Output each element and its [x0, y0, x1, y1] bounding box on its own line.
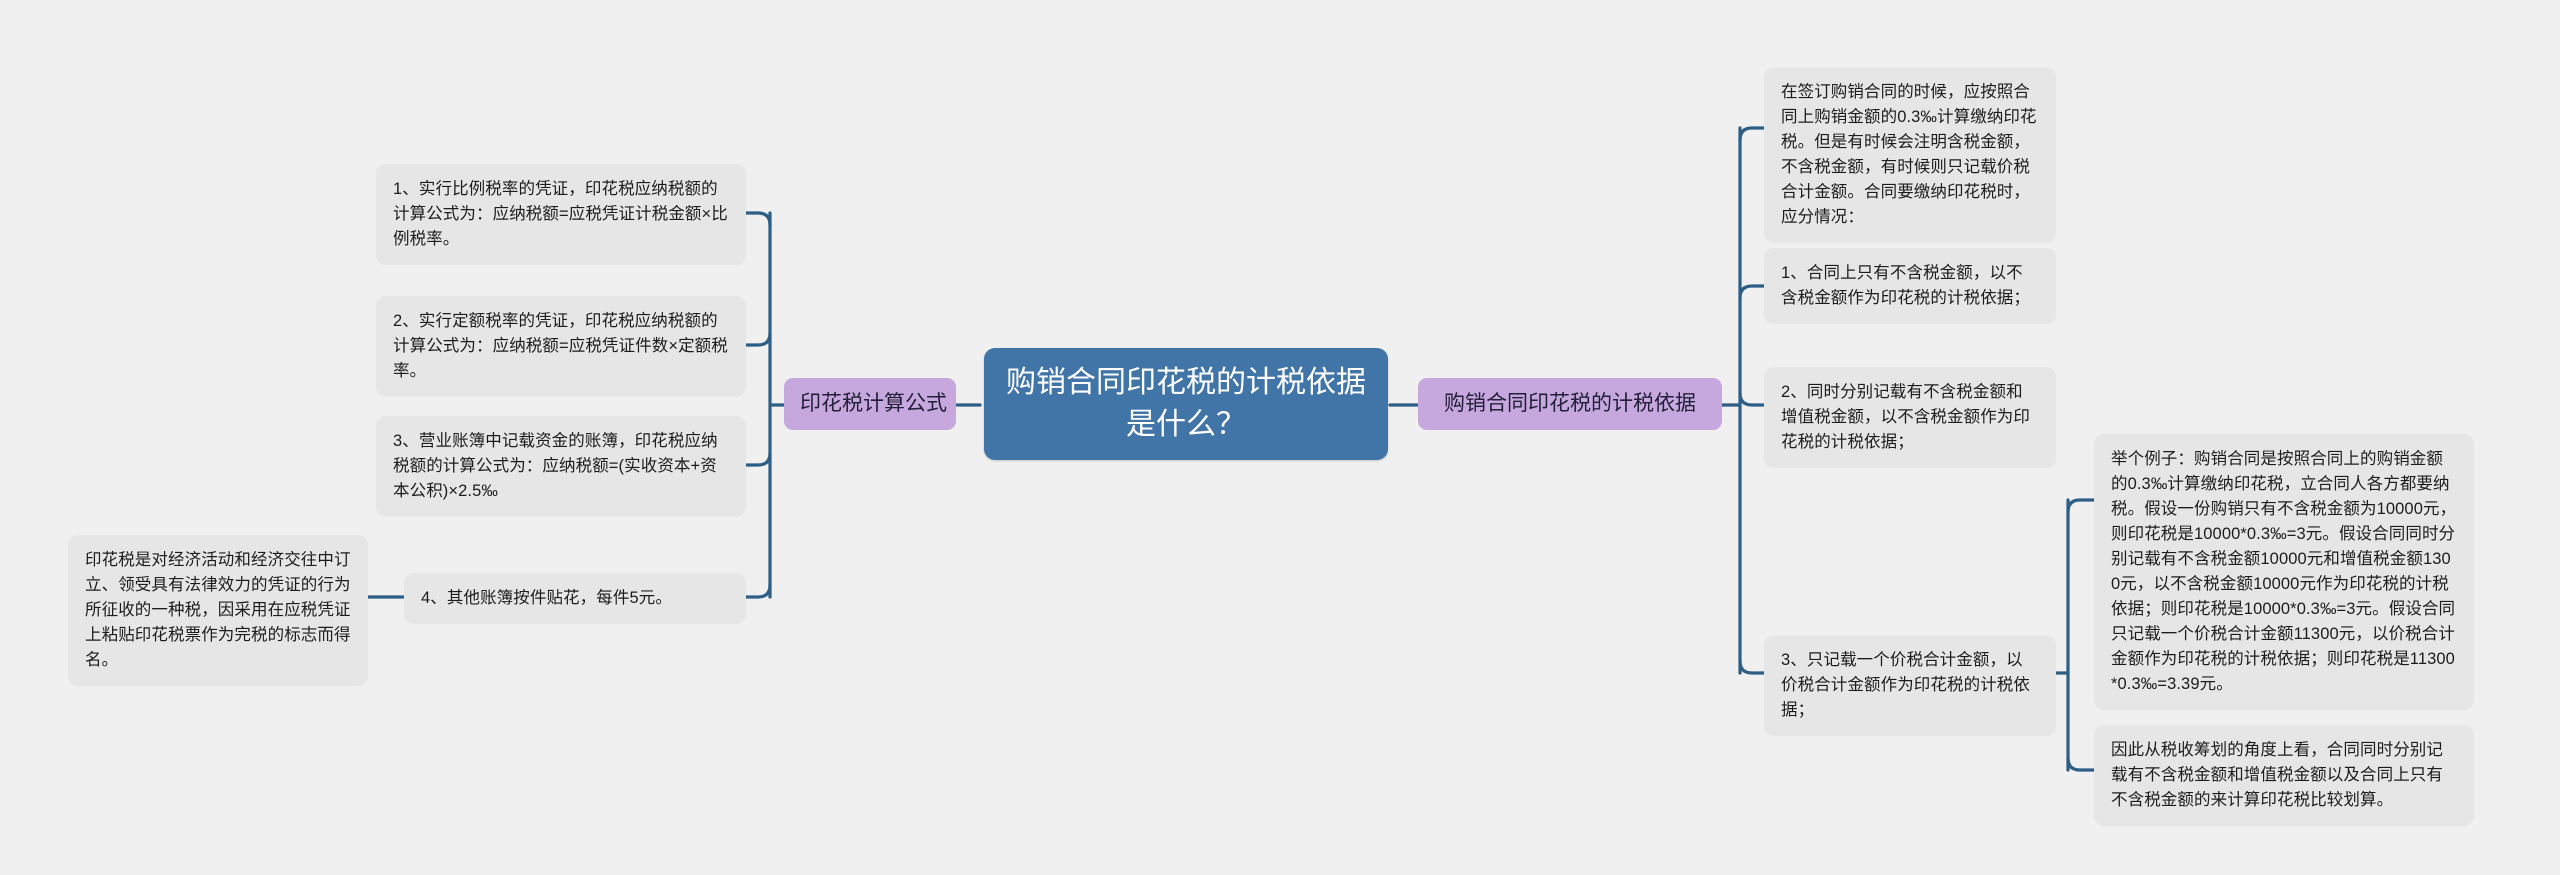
leaf-stamp-tax-definition-text: 印花税是对经济活动和经济交往中订立、领受具有法律效力的凭证的行为所征收的一种税，… — [85, 551, 351, 669]
leaf-example[interactable]: 举个例子：购销合同是按照合同上的购销金额的0.3‰计算缴纳印花税，立合同人各方都… — [2094, 434, 2474, 710]
leaf-basis-intro-text: 在签订购销合同的时候，应按照合同上购销金额的0.3‰计算缴纳印花税。但是有时候会… — [1781, 83, 2037, 226]
root-node-label: 购销合同印花税的计税依据是什么？ — [1006, 366, 1366, 441]
leaf-formula-1-text: 1、实行比例税率的凭证，印花税应纳税额的计算公式为：应纳税额=应税凭证计税金额×… — [393, 180, 728, 248]
leaf-conclusion[interactable]: 因此从税收筹划的角度上看，合同同时分别记载有不含税金额和增值税金额以及合同上只有… — [2094, 725, 2474, 826]
leaf-basis-3[interactable]: 3、只记载一个价税合计金额，以价税合计金额作为印花税的计税依据； — [1764, 635, 2056, 736]
leaf-conclusion-text: 因此从税收筹划的角度上看，合同同时分别记载有不含税金额和增值税金额以及合同上只有… — [2111, 741, 2443, 809]
leaf-formula-2[interactable]: 2、实行定额税率的凭证，印花税应纳税额的计算公式为：应纳税额=应税凭证件数×定额… — [376, 296, 746, 397]
leaf-basis-intro[interactable]: 在签订购销合同的时候，应按照合同上购销金额的0.3‰计算缴纳印花税。但是有时候会… — [1764, 67, 2056, 243]
leaf-example-text: 举个例子：购销合同是按照合同上的购销金额的0.3‰计算缴纳印花税，立合同人各方都… — [2111, 450, 2457, 693]
branch-node-formula[interactable]: 印花税计算公式 — [784, 378, 956, 430]
leaf-formula-1[interactable]: 1、实行比例税率的凭证，印花税应纳税额的计算公式为：应纳税额=应税凭证计税金额×… — [376, 164, 746, 265]
leaf-basis-2-text: 2、同时分别记载有不含税金额和增值税金额，以不含税金额作为印花税的计税依据； — [1781, 383, 2030, 451]
branch-node-basis[interactable]: 购销合同印花税的计税依据 — [1418, 378, 1722, 430]
root-node[interactable]: 购销合同印花税的计税依据是什么？ — [984, 348, 1388, 460]
leaf-basis-1[interactable]: 1、合同上只有不含税金额，以不含税金额作为印花税的计税依据； — [1764, 248, 2056, 324]
leaf-formula-3[interactable]: 3、营业账簿中记载资金的账簿，印花税应纳税额的计算公式为：应纳税额=(实收资本+… — [376, 416, 746, 517]
leaf-basis-1-text: 1、合同上只有不含税金额，以不含税金额作为印花税的计税依据； — [1781, 264, 2030, 307]
leaf-formula-4-text: 4、其他账簿按件贴花，每件5元。 — [421, 589, 672, 607]
branch-node-basis-label: 购销合同印花税的计税依据 — [1444, 392, 1696, 415]
leaf-basis-2[interactable]: 2、同时分别记载有不含税金额和增值税金额，以不含税金额作为印花税的计税依据； — [1764, 367, 2056, 468]
leaf-formula-2-text: 2、实行定额税率的凭证，印花税应纳税额的计算公式为：应纳税额=应税凭证件数×定额… — [393, 312, 728, 380]
leaf-basis-3-text: 3、只记载一个价税合计金额，以价税合计金额作为印花税的计税依据； — [1781, 651, 2030, 719]
branch-node-formula-label: 印花税计算公式 — [800, 392, 947, 415]
leaf-formula-4[interactable]: 4、其他账簿按件贴花，每件5元。 — [404, 573, 746, 624]
leaf-stamp-tax-definition[interactable]: 印花税是对经济活动和经济交往中订立、领受具有法律效力的凭证的行为所征收的一种税，… — [68, 535, 368, 686]
leaf-formula-3-text: 3、营业账簿中记载资金的账簿，印花税应纳税额的计算公式为：应纳税额=(实收资本+… — [393, 432, 718, 500]
